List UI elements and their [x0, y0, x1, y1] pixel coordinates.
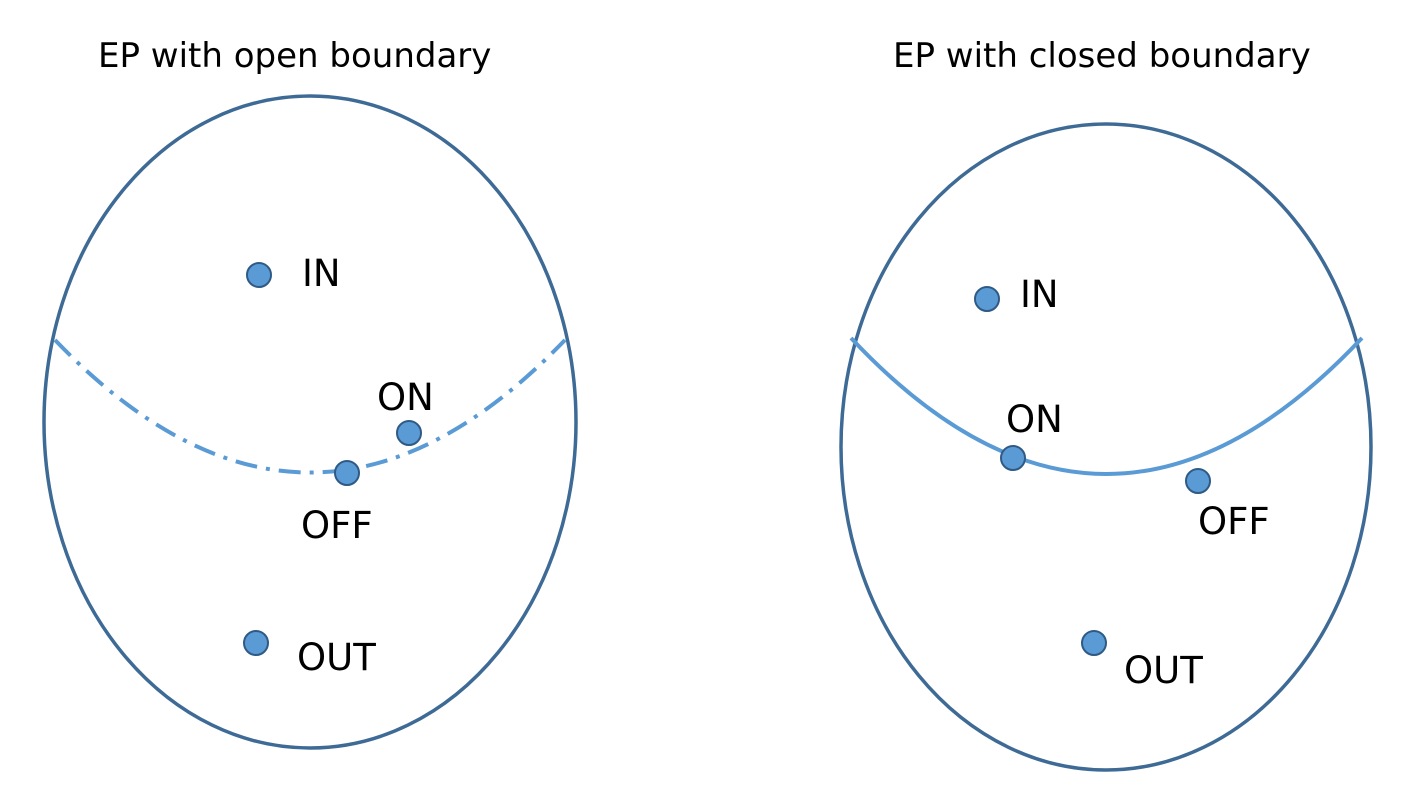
point-in-open — [246, 262, 272, 288]
point-out-open — [243, 630, 269, 656]
point-in-closed — [974, 286, 1000, 312]
label-off-closed: OFF — [1198, 500, 1270, 543]
open-boundary-line — [53, 338, 567, 475]
panel-title-closed: EP with closed boundary — [893, 36, 1311, 76]
partition-outline-open — [42, 94, 578, 750]
label-out-open: OUT — [297, 636, 376, 679]
point-on-open — [396, 420, 422, 446]
label-on-open: ON — [377, 376, 434, 419]
panel-title-open: EP with open boundary — [98, 36, 491, 76]
point-off-closed — [1185, 468, 1211, 494]
panel-open-boundary: EP with open boundary IN ON OFF OUT — [42, 36, 578, 750]
partition-outline-closed — [839, 122, 1373, 772]
panel-closed-boundary: EP with closed boundary IN ON OFF OUT — [839, 36, 1373, 772]
label-out-closed: OUT — [1124, 649, 1203, 692]
label-in-open: IN — [302, 252, 341, 295]
point-out-closed — [1081, 630, 1107, 656]
point-off-open — [334, 460, 360, 486]
closed-boundary-line — [849, 336, 1364, 476]
label-in-closed: IN — [1020, 273, 1059, 316]
label-on-closed: ON — [1006, 398, 1063, 441]
point-on-closed — [1000, 445, 1026, 471]
label-off-open: OFF — [301, 504, 373, 547]
